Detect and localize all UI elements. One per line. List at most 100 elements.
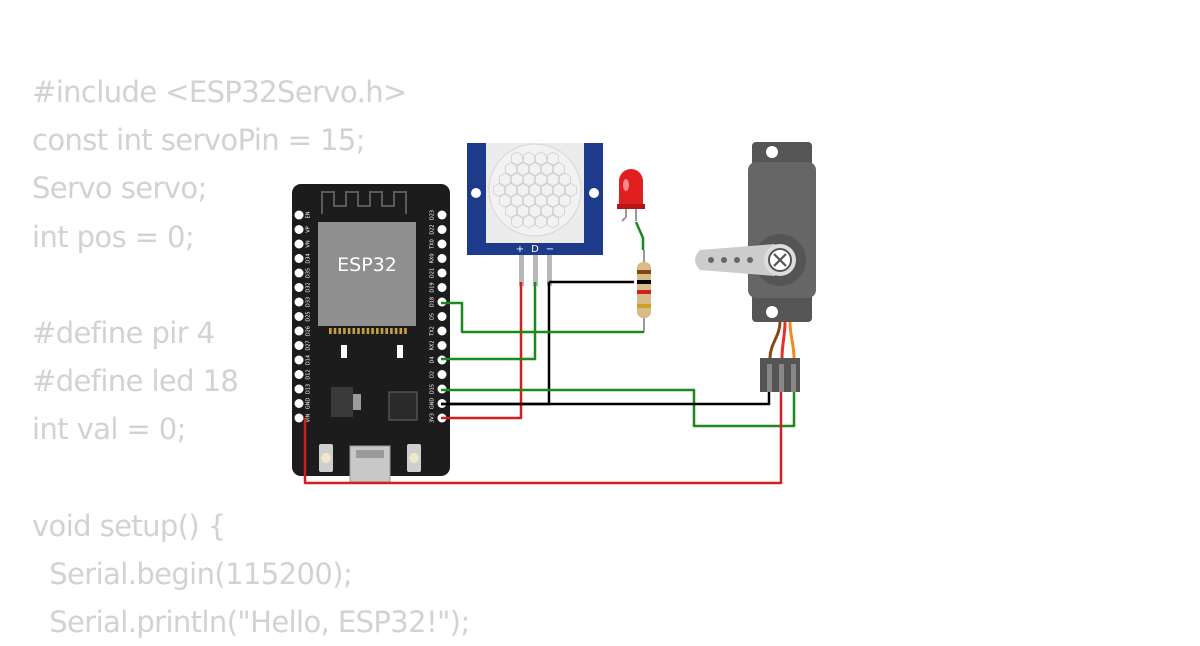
pir-sensor[interactable]: + D − [467,143,603,286]
pin-label: D13 [306,384,312,394]
header-pin[interactable] [294,341,304,350]
connector-pin [767,364,772,392]
resistor[interactable] [637,250,651,332]
lens-cell [529,183,541,197]
horn-hole [734,257,740,263]
pin-label: D14 [306,355,312,365]
header-pin[interactable] [294,283,304,292]
wire-servo-signal[interactable] [441,388,796,428]
screw-cross [773,253,787,267]
lens-cell [523,151,535,166]
header-pin[interactable] [294,370,304,379]
lens-cell [510,151,523,166]
mount-hole [766,146,778,158]
esp32-module [318,222,416,326]
resistor-band [637,290,651,294]
wire-pir-data[interactable] [441,282,537,361]
esp32-board[interactable]: ESP32 ENVPVND34D35D32D33D25D26D27D14D12D… [292,184,450,483]
header-pin[interactable] [294,254,304,263]
led-highlight [623,179,629,191]
header-pin[interactable] [294,239,304,249]
pin-label: D4 [430,356,436,363]
wire-pir-gnd[interactable] [441,280,634,406]
lens-cell [523,214,535,229]
header-pin[interactable] [294,210,304,220]
mount-hole [589,188,599,198]
mount-hole [766,306,778,318]
servo-motor[interactable] [695,142,816,392]
header-pin[interactable] [294,312,304,321]
lens-cell [553,183,565,197]
pin-label: 3V3 [430,413,436,423]
module-pin [352,328,356,334]
horn-hole [721,257,727,263]
header-pin[interactable] [294,413,304,423]
header-pin[interactable] [437,370,447,379]
pin-label: EN [306,211,312,218]
lens-cell [547,214,559,229]
lens-cell [559,172,571,187]
module-pin [357,328,360,334]
header-pin[interactable] [437,239,447,249]
header-pin[interactable] [437,283,447,292]
lens-cell [553,204,565,218]
wire-resistor-d18[interactable] [441,301,644,334]
lens-cell [510,193,523,208]
lens-cell [529,162,541,176]
wire-pir-vcc[interactable] [441,282,523,420]
module-pin [343,328,346,334]
code-line: void setup() { [32,508,226,543]
header-pin[interactable] [437,312,447,321]
header-pin[interactable] [437,225,447,234]
circuit-diagram: ESP32 ENVPVND34D35D32D33D25D26D27D14D12D… [292,142,816,485]
header-pin[interactable] [437,326,447,336]
red-led[interactable] [617,169,645,222]
led-rim [617,204,645,209]
voltage-regulator [331,387,353,417]
lens-cell [547,151,559,166]
pin-label: D2 [430,371,436,378]
pin-label: RX2 [430,340,436,350]
lens-cell [541,162,553,176]
pir-pin-label: + [516,244,524,255]
lens-cell [547,172,559,187]
header-pin[interactable] [294,326,304,336]
module-pin [347,328,351,334]
header-pin[interactable] [437,254,447,263]
resistor-band [637,270,651,274]
lens-cell [504,162,517,176]
wire-servo-gnd[interactable] [441,392,771,406]
pin-label: D33 [306,297,312,307]
code-listing: #include <ESP32Servo.h>const int servoPi… [32,68,470,646]
module-pin [376,328,379,334]
header-pin[interactable] [294,297,304,307]
header-pin[interactable] [437,268,447,278]
header-pin[interactable] [437,210,447,220]
header-pin[interactable] [294,355,304,365]
code-line: int val = 0; [32,412,186,447]
pin-label: D21 [430,268,436,278]
wire-servo-vcc[interactable] [303,392,783,485]
pin-label: D22 [430,224,436,234]
pin-label: D34 [306,253,312,263]
servo-cable-brown [768,321,782,359]
antenna-trace [321,191,407,214]
header-pin[interactable] [294,225,304,234]
lens-cell [498,193,512,208]
code-line: #define led 18 [32,364,239,399]
header-pin[interactable] [437,341,447,350]
regulator-tab [353,394,361,410]
lens-cell [565,183,577,197]
pir-pin [519,252,524,286]
header-pin[interactable] [294,384,304,394]
header-pin[interactable] [294,268,304,278]
wire-led[interactable] [634,221,645,250]
pin-label: D23 [430,210,436,220]
header-pin[interactable] [294,399,304,408]
lens-cell [504,183,517,197]
module-pin [399,328,403,334]
lens-cell [547,193,559,208]
module-pin [329,328,332,334]
lens-cell [535,172,547,187]
code-line: Serial.begin(115200); [32,556,353,591]
